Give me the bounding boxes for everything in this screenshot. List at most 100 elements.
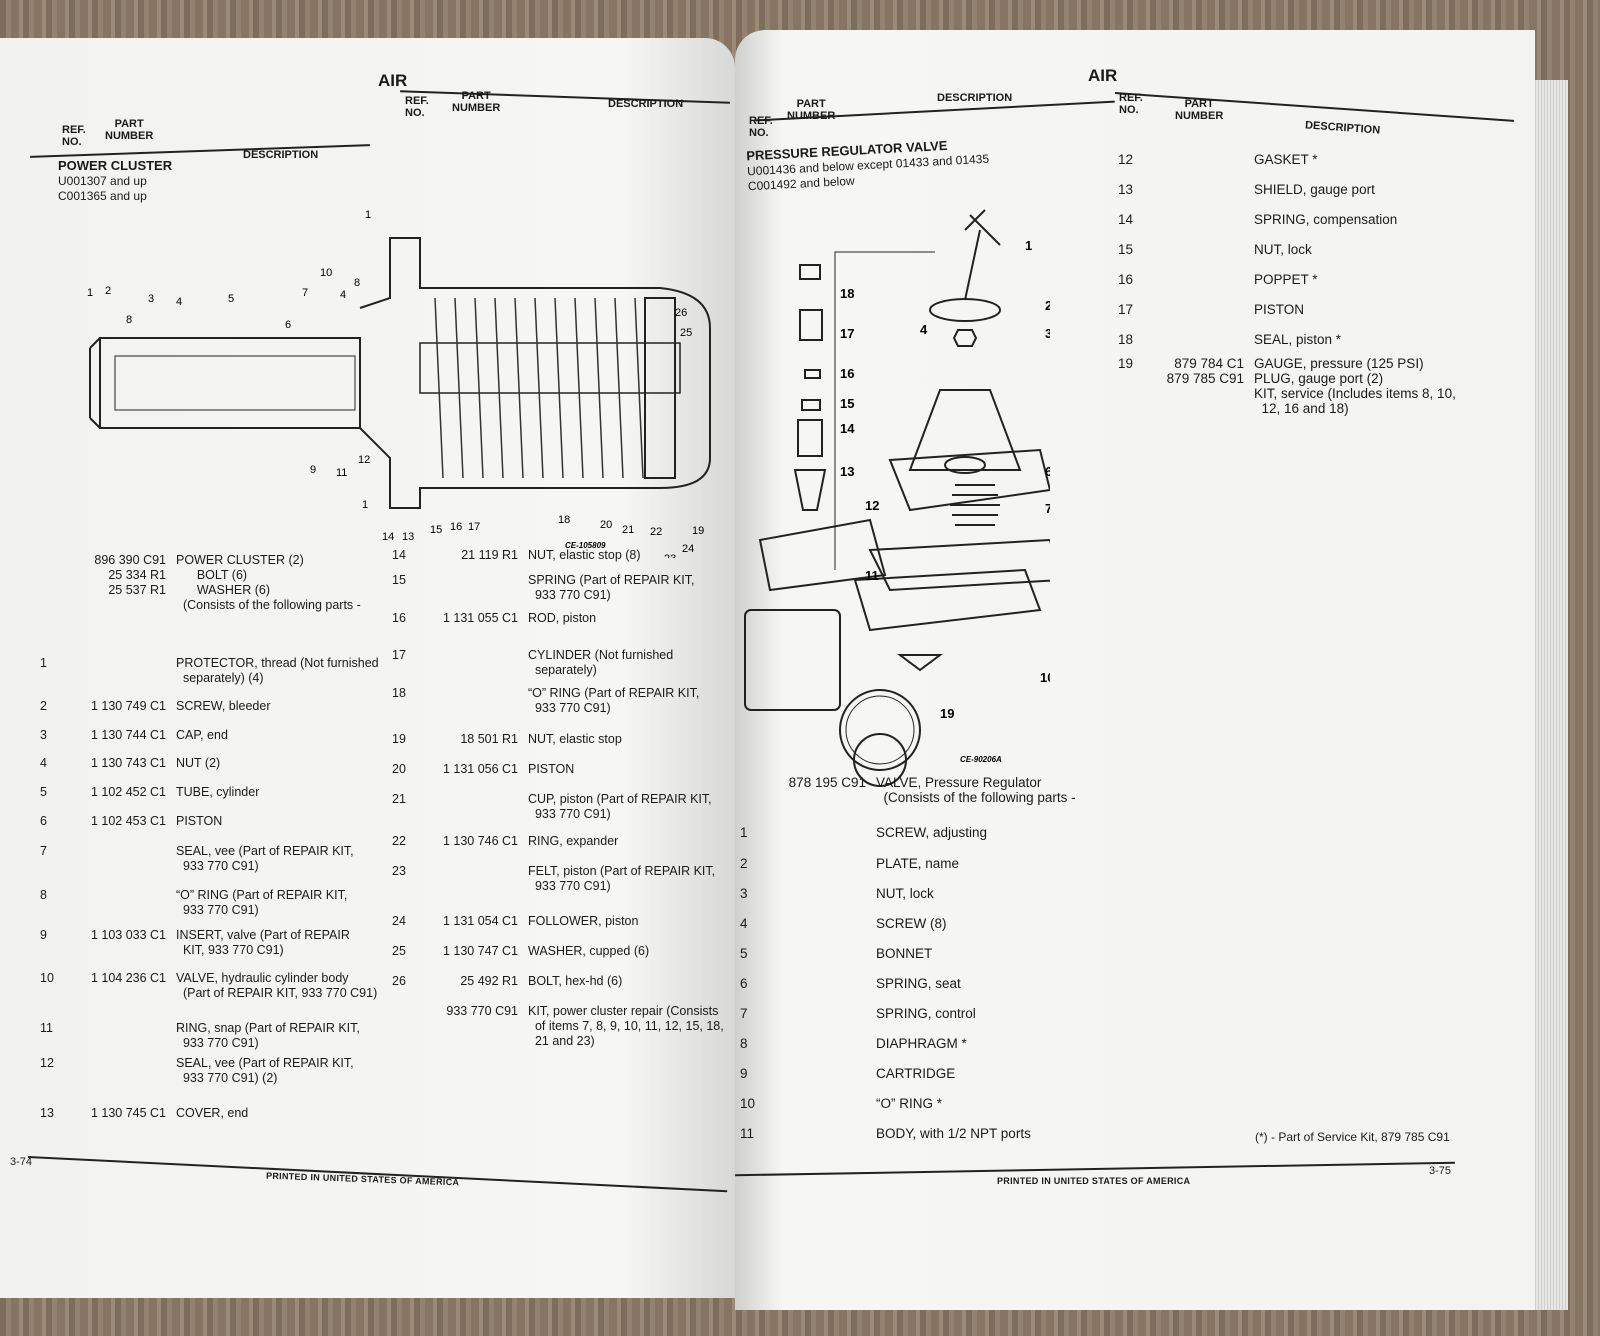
callout-number: 16	[840, 366, 854, 381]
header-text: REF.	[1119, 92, 1143, 104]
part-number: 1 130 749 C1	[90, 699, 166, 713]
ref-number: 7	[740, 1006, 748, 1021]
spring-coil	[554, 297, 564, 479]
part-description: SCREW (8)	[876, 916, 947, 931]
ref-number: 5	[740, 946, 748, 961]
description-header: DESCRIPTION	[1304, 119, 1381, 137]
part-description: CARTRIDGE	[876, 1066, 956, 1081]
part-description: CYLINDER (Not furnished separately)	[528, 648, 674, 677]
callout-number: 6	[1045, 464, 1050, 479]
section-title: AIR	[378, 71, 408, 90]
part-number	[78, 656, 176, 699]
part-description: ROD, piston	[528, 611, 597, 625]
callout-number: 11	[336, 467, 347, 479]
callout-number: 2	[1045, 298, 1050, 313]
part-description: SEAL, piston *	[1254, 332, 1342, 347]
ref-no-header: REF.NO.	[1119, 92, 1143, 116]
part-number: 878 195 C91	[788, 775, 866, 790]
spring-coil	[474, 297, 484, 479]
part-number: 879 784 C1 879 785 C91	[1166, 356, 1244, 386]
callout-number: 12	[865, 498, 879, 513]
header-text: PART	[796, 98, 826, 110]
callout-number: 10	[1040, 670, 1050, 685]
part-description: KIT, power cluster repair (Consists of i…	[528, 1004, 724, 1048]
part-number	[778, 1036, 876, 1066]
ref-number: 20	[392, 762, 406, 776]
callout-number: 4	[340, 289, 346, 301]
part-number	[778, 916, 876, 946]
part-description: PISTON	[528, 762, 575, 776]
ref-number: 16	[392, 611, 406, 625]
callout-number: 19	[940, 706, 954, 721]
footnote: (*) - Part of Service Kit, 879 785 C91	[1255, 1130, 1450, 1144]
ref-number: 6	[40, 814, 47, 828]
part-number: 1 130 746 C1	[442, 834, 518, 848]
ref-no-header: REF.NO.	[405, 95, 429, 119]
ref-number: 10	[740, 1096, 756, 1111]
ref-number: 8	[40, 888, 47, 902]
ref-number: 18	[392, 686, 406, 700]
part-number	[430, 573, 528, 611]
ref-number: 4	[40, 756, 47, 770]
callout-number: 16	[450, 521, 462, 533]
part-number	[430, 792, 528, 834]
part-description: PLATE, name	[876, 856, 960, 871]
section-heading: PRESSURE REGULATOR VALVE U001436 and bel…	[746, 136, 990, 195]
part-description: VALVE, Pressure Regulator (Consists of t…	[876, 775, 1076, 805]
callout-number: 22	[650, 526, 662, 538]
callout-number: 15	[840, 396, 854, 411]
header-text: NUMBER	[105, 130, 154, 142]
callout-number: 5	[228, 293, 234, 305]
callout-number: 21	[622, 524, 634, 536]
ref-number: 7	[40, 844, 47, 858]
callout-number: 1	[87, 287, 93, 299]
ref-number: 17	[1118, 302, 1134, 317]
part-description: SHIELD, gauge port	[1254, 182, 1375, 197]
ref-number: 14	[1118, 212, 1134, 227]
part-number: 1 130 744 C1	[90, 728, 166, 742]
part-number	[78, 1021, 176, 1056]
part-description: FELT, piston (Part of REPAIR KIT, 933 77…	[528, 864, 716, 893]
callout-number: 2	[105, 285, 111, 297]
pressure-regulator-diagram: 11821734516151461371281191019 CE-90206A	[744, 209, 1050, 787]
ref-number: 10	[40, 971, 54, 985]
callout-number: 3	[148, 293, 154, 305]
part-description: PISTON	[1254, 302, 1305, 317]
part-description: NUT, lock	[876, 886, 934, 901]
spring-coil	[494, 297, 504, 479]
diagram-code: CE-105809	[565, 541, 606, 550]
part-number	[430, 864, 528, 914]
callout-number: 26	[675, 307, 687, 319]
callout-number: 1	[1025, 238, 1032, 253]
callout-number: 17	[840, 326, 854, 341]
diagram-code: CE-90206A	[960, 755, 1002, 764]
part-description: PISTON	[176, 814, 223, 828]
parts-list-row: 17 PISTON	[1118, 302, 1498, 332]
part-number	[778, 946, 876, 976]
part-description: WASHER, cupped (6)	[528, 944, 650, 958]
callout-number: 3	[1045, 326, 1050, 341]
section-heading: POWER CLUSTER U001307 and up C001365 and…	[58, 158, 172, 204]
callout-number: 6	[285, 319, 291, 331]
footer-text: PRINTED IN UNITED STATES OF AMERICA	[265, 1170, 460, 1188]
part-description: NUT, elastic stop	[528, 732, 622, 746]
part-number: 1 102 453 C1	[90, 814, 166, 828]
ref-number: 24	[392, 914, 406, 928]
